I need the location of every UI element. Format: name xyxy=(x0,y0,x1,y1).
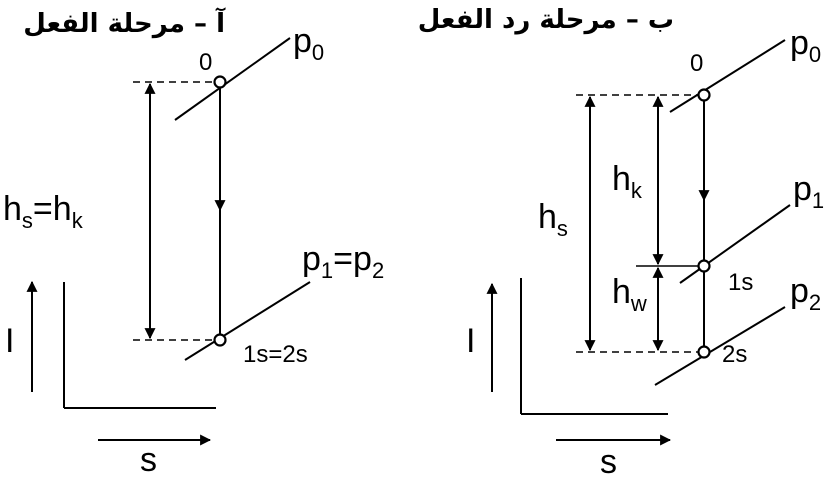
label-p2: p2 xyxy=(790,272,821,315)
isobar-p1 xyxy=(679,204,791,284)
label-p1-p2: p1=p2 xyxy=(302,240,384,283)
panel-b: ب – مرحلة رد الفعل p0 p1 p2 hs hk hw xyxy=(418,5,824,477)
panel-a: آ – مرحلة الفعل p0 p1=p2 hs=hk 0 1s=2s I… xyxy=(3,7,384,477)
panel-a-title: آ – مرحلة الفعل xyxy=(23,7,226,39)
label-point-0: 0 xyxy=(199,49,212,76)
state-point-0 xyxy=(697,88,711,102)
axis-s-label: s xyxy=(600,443,617,477)
label-p0: p0 xyxy=(790,24,821,67)
isobar-p1-p2 xyxy=(184,281,311,361)
axis-s-label: s xyxy=(140,441,157,477)
label-hk: hk xyxy=(612,160,643,203)
label-point-0: 0 xyxy=(690,50,703,77)
state-point-1s xyxy=(697,259,711,273)
isobar-p2 xyxy=(654,306,786,386)
panel-b-title: ب – مرحلة رد الفعل xyxy=(418,5,674,35)
label-hw: hw xyxy=(612,273,647,316)
label-hs: hs xyxy=(538,198,568,241)
label-point-2s: 2s xyxy=(722,341,747,368)
label-p1: p1 xyxy=(793,170,824,213)
label-point-1s-2s: 1s=2s xyxy=(243,341,308,368)
label-point-1s: 1s xyxy=(728,269,753,296)
label-hs-hk: hs=hk xyxy=(3,190,84,233)
isobar-p0 xyxy=(669,39,786,113)
state-point-2s xyxy=(697,345,711,359)
label-p0: p0 xyxy=(293,22,324,65)
state-point-1s-2s xyxy=(213,333,227,347)
isobar-p0 xyxy=(174,37,291,121)
state-point-0 xyxy=(213,75,227,89)
axis-i-label: I xyxy=(5,322,14,360)
axis-i-label: I xyxy=(466,322,475,360)
